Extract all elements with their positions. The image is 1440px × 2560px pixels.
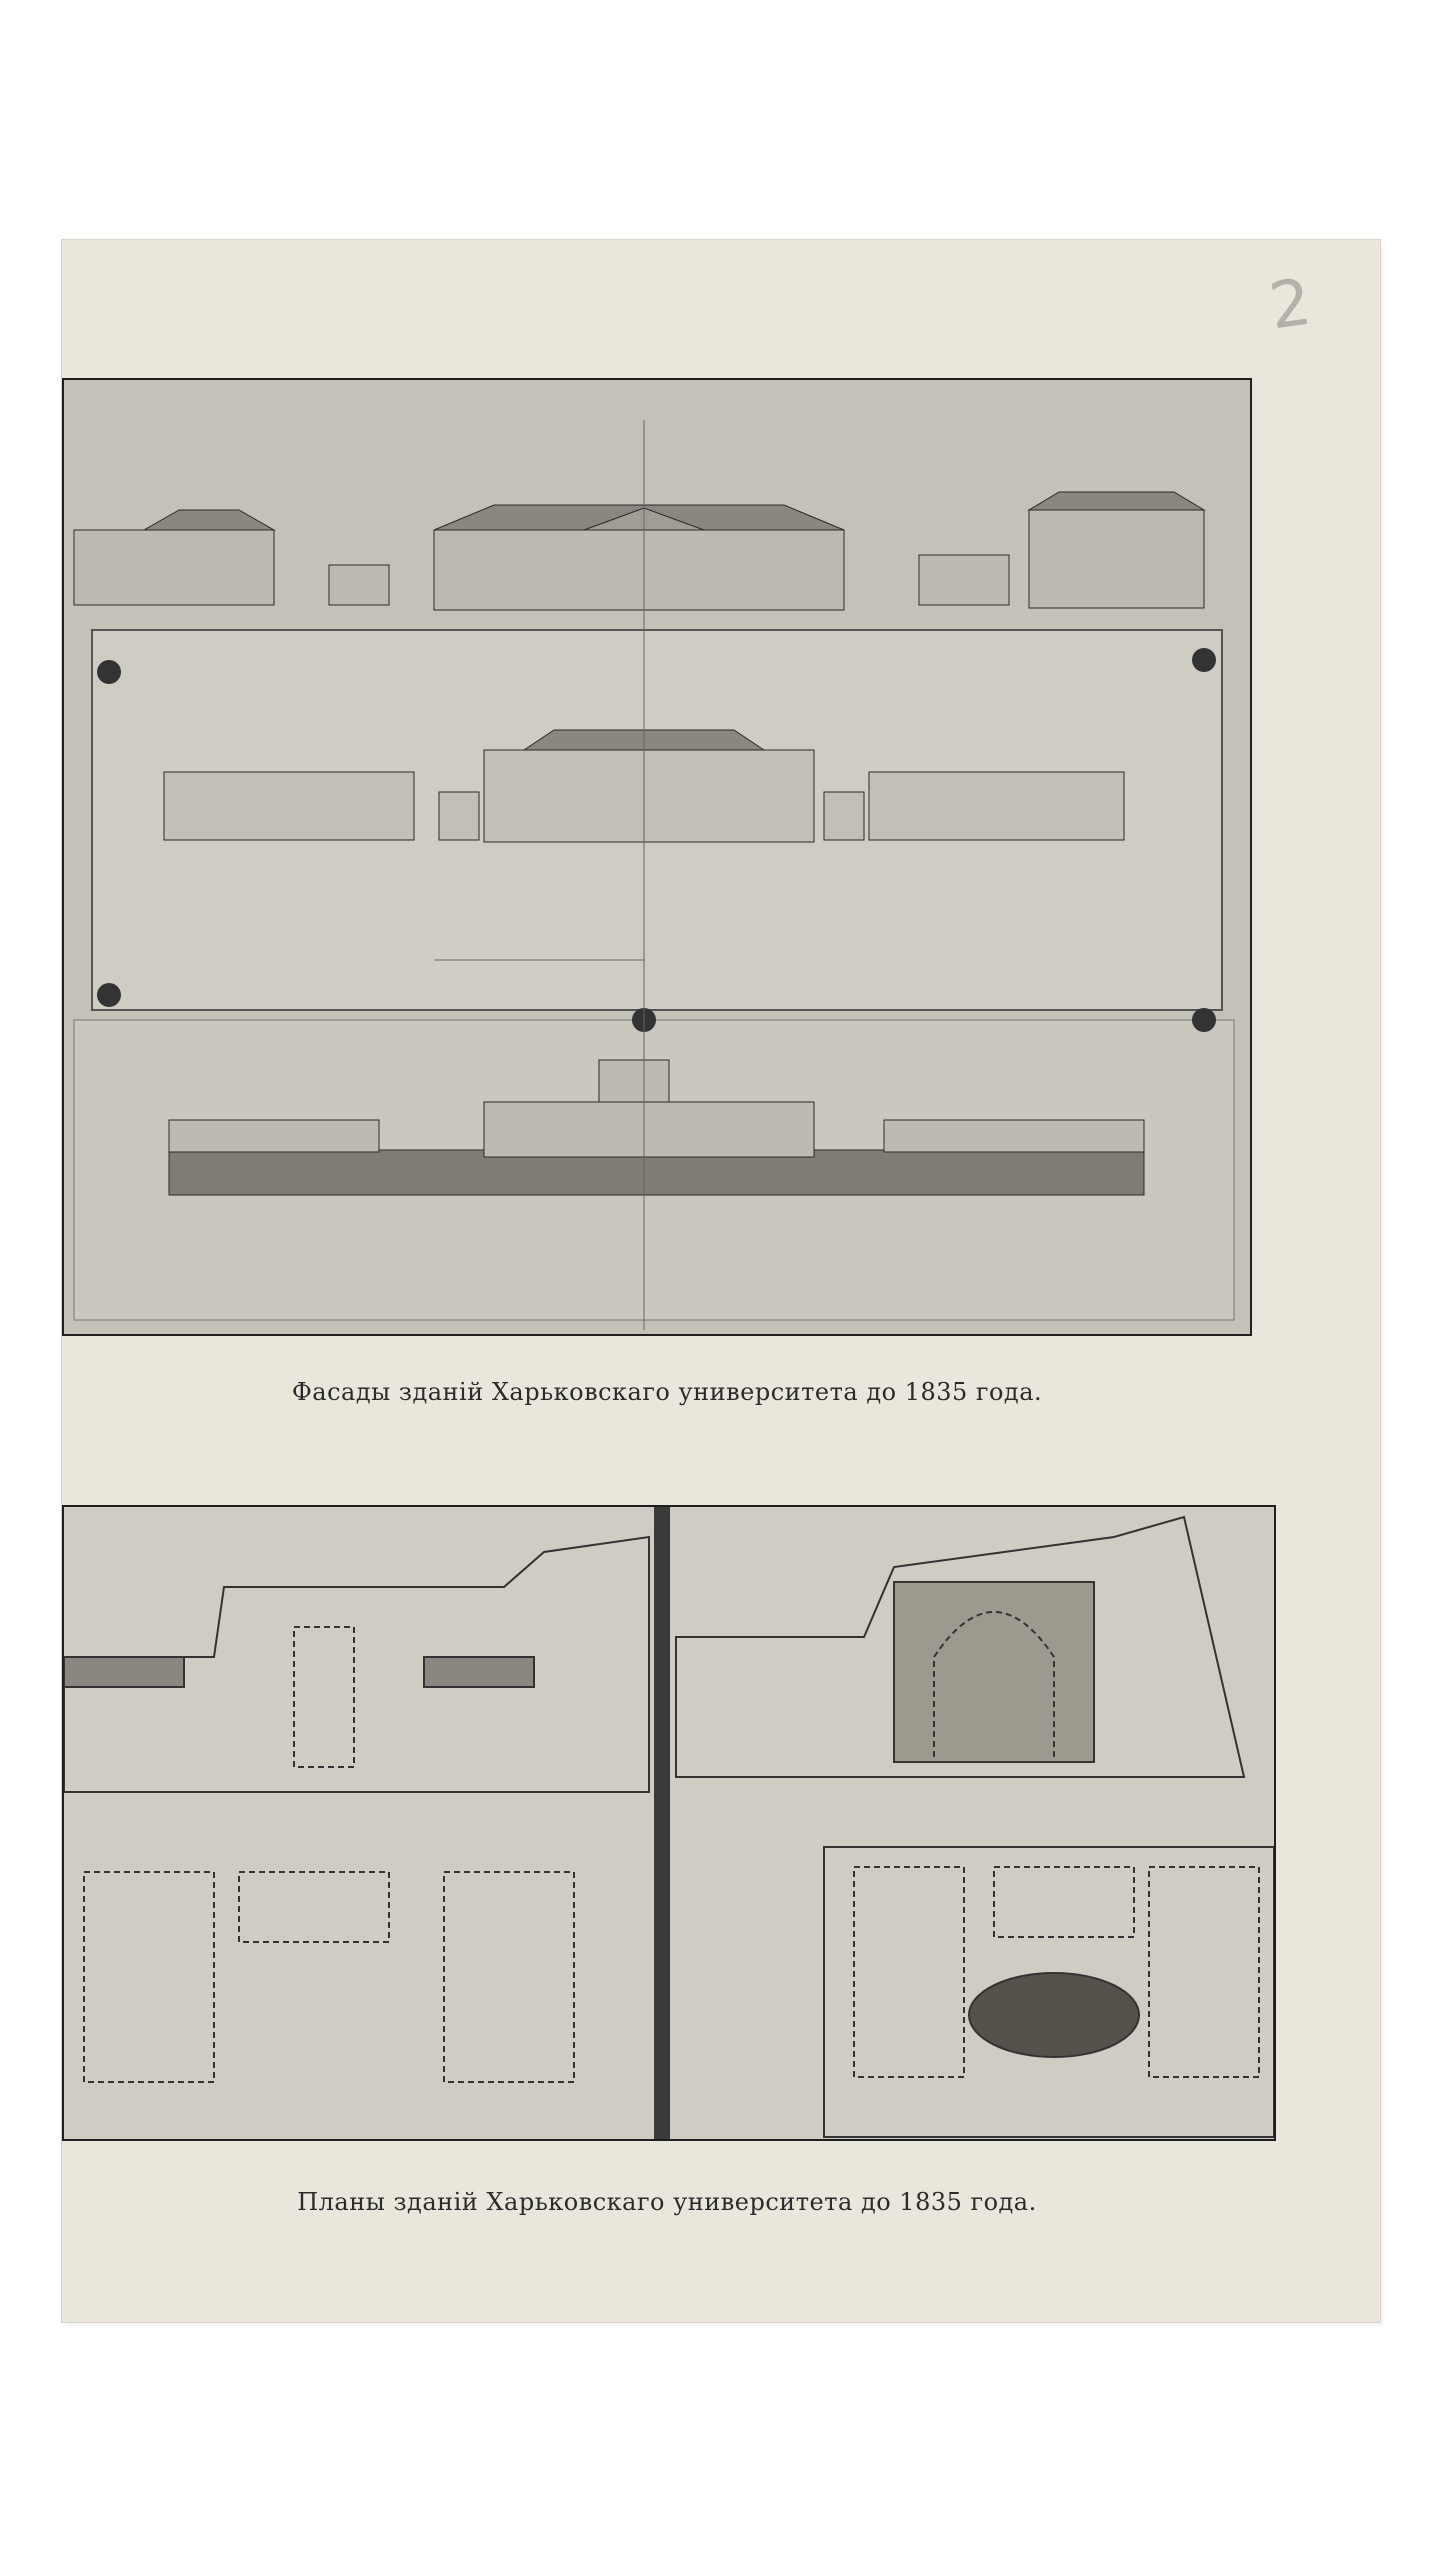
facades-plate <box>62 378 1252 1336</box>
left-plan <box>64 1535 650 2083</box>
facades-caption: Фасады зданій Харьковскаго университета … <box>291 1378 1043 1406</box>
facade-row-3 <box>168 1059 1145 1196</box>
facade-row-2 <box>163 729 1125 843</box>
right-plan <box>675 1515 1274 2138</box>
facades-drawing <box>64 380 1250 1334</box>
plans-plate <box>62 1505 1276 2141</box>
facade-row-1 <box>73 491 1206 611</box>
plans-drawing <box>64 1507 1274 2139</box>
plans-caption: Планы зданій Харьковскаго университета д… <box>297 2188 1037 2216</box>
